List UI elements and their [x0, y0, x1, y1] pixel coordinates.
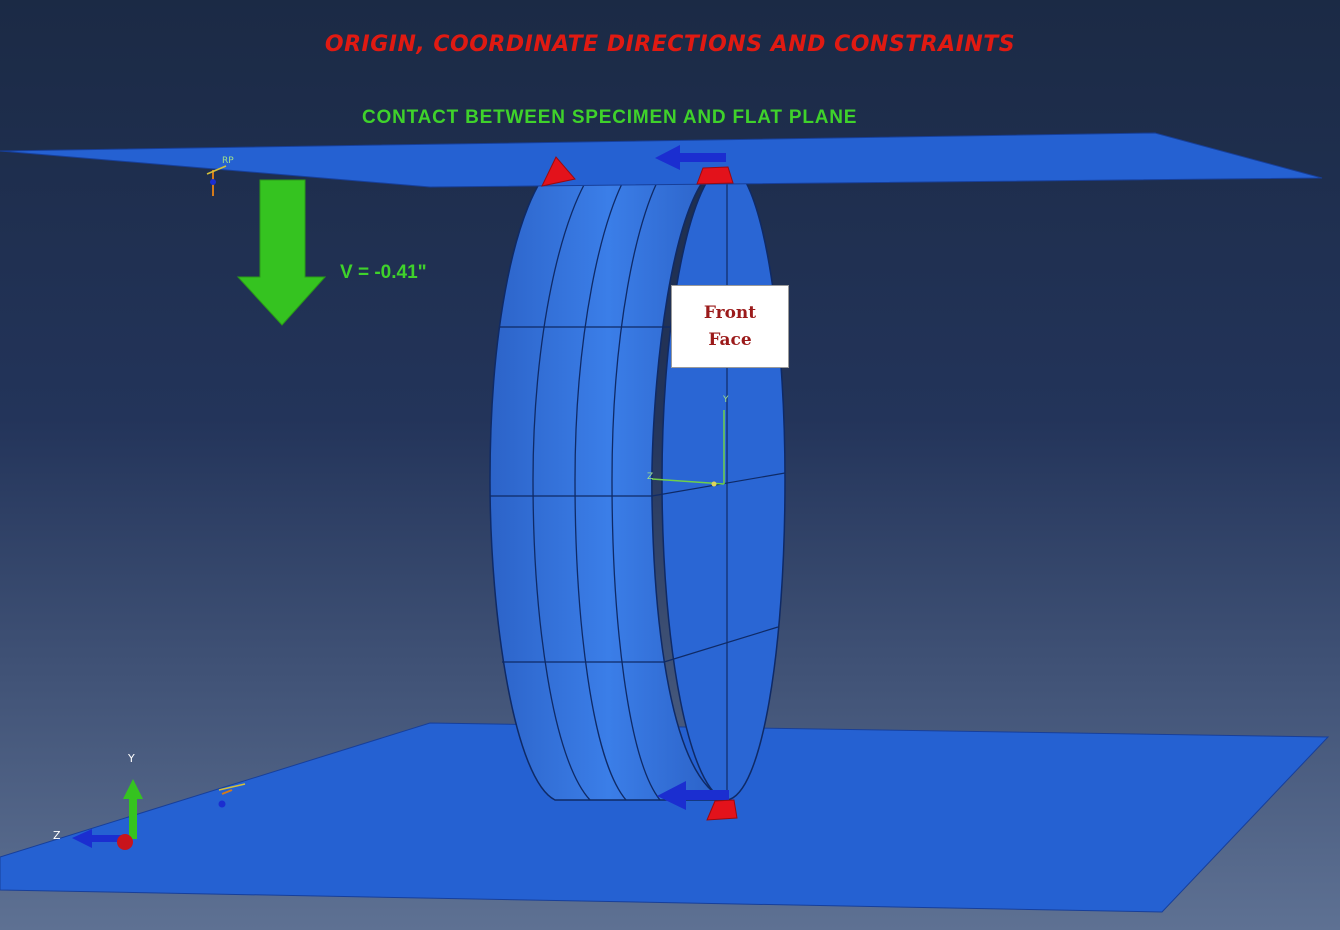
front-face-line1: Front	[703, 302, 757, 323]
constraint-marker-top-left	[541, 156, 576, 187]
global-origin-icon	[117, 834, 133, 850]
reference-point-marker-bottom	[218, 783, 246, 808]
global-y-label: Y	[128, 752, 135, 765]
displacement-arrow-icon	[236, 179, 327, 326]
local-coordinate-system	[651, 410, 725, 487]
contact-label: CONTACT BETWEEN SPECIMEN AND FLAT PLANE	[362, 107, 858, 128]
ring-layer-line	[532, 162, 599, 801]
ring-layer-line	[611, 162, 669, 801]
reference-point-label: RP	[222, 156, 234, 166]
ring-layer-line	[574, 162, 635, 801]
constraint-marker-bottom	[706, 799, 738, 821]
face-mesh-line	[651, 472, 786, 497]
constraint-marker-top-right	[696, 166, 734, 185]
global-z-label: Z	[53, 829, 61, 842]
face-mesh-line	[663, 626, 779, 663]
local-z-label: Z	[647, 472, 654, 482]
top-direction-arrow-icon	[655, 145, 726, 170]
reference-point-marker-top	[206, 165, 227, 196]
bottom-direction-arrow-icon	[657, 781, 729, 810]
global-z-arrow-icon	[89, 835, 127, 842]
front-face-line2: Face	[708, 329, 752, 350]
diagram-title: ORIGIN, COORDINATE DIRECTIONS AND CONSTR…	[324, 32, 1016, 57]
local-origin-marker	[711, 481, 717, 487]
bottom-flat-plane	[0, 722, 1330, 913]
local-y-label: Y	[723, 395, 729, 405]
displacement-label: V = -0.41"	[340, 262, 427, 283]
global-axis-triad	[72, 779, 143, 850]
front-face-callout: Front Face	[671, 285, 789, 368]
global-y-arrow-icon	[129, 797, 137, 839]
specimen-ring	[489, 162, 786, 801]
